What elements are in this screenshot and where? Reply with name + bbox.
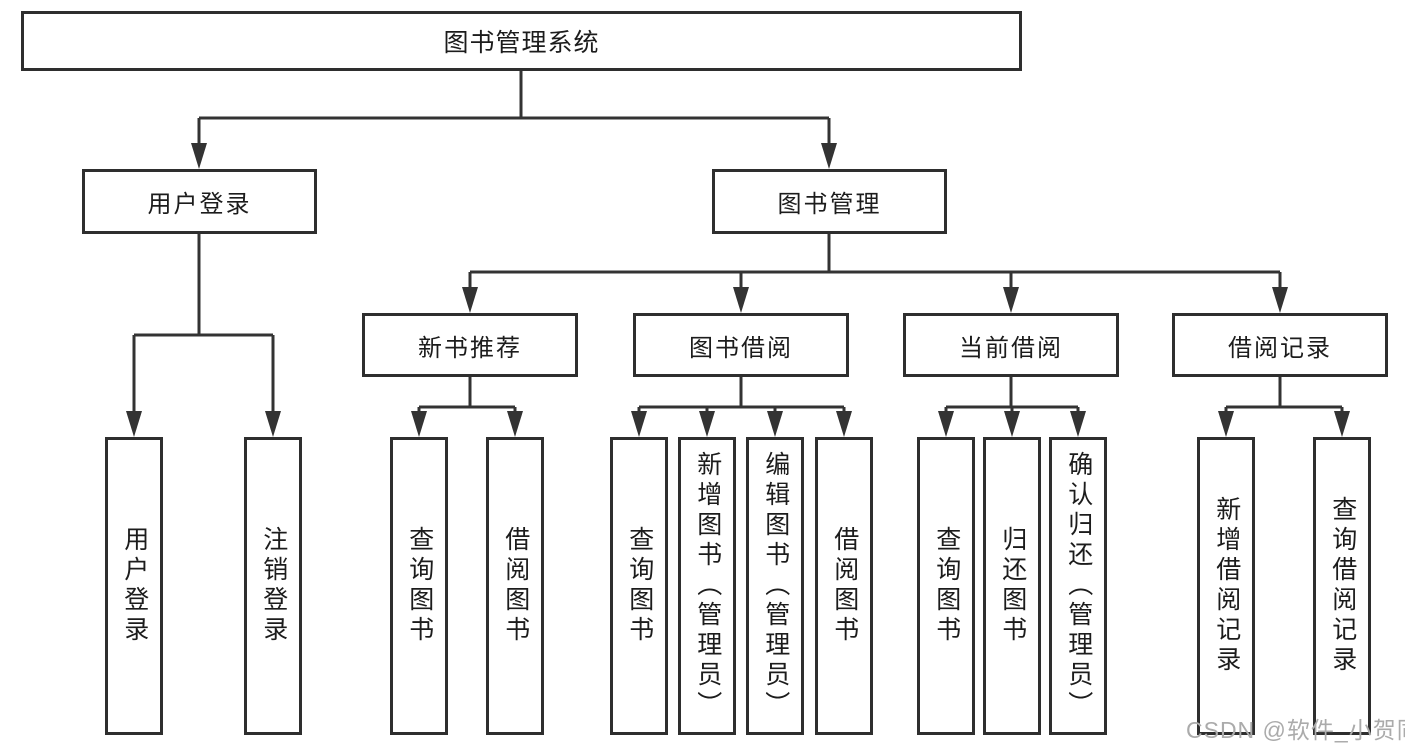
node-new-book-recommend: 新书推荐 [362,313,578,377]
node-root-label: 图书管理系统 [443,29,600,57]
leaf-query-books-current: 查询图书 [917,437,975,735]
node-root: 图书管理系统 [21,11,1022,71]
node-borrow-records-label: 借阅记录 [1228,334,1332,362]
leaf-logout: 注销登录 [244,437,302,735]
leaf-return-books-label: 归还图书 [998,526,1027,646]
leaf-confirm-return-admin-label: 确认归还（管理员） [1064,451,1093,721]
leaf-query-books-borrow: 查询图书 [610,437,668,735]
leaf-borrow-books-recommend: 借阅图书 [486,437,544,735]
leaf-borrow-books-label: 借阅图书 [830,526,859,646]
leaf-query-books-current-label: 查询图书 [932,526,961,646]
node-book-management: 图书管理 [712,169,947,234]
leaf-logout-label: 注销登录 [259,526,288,646]
leaf-add-borrow-record: 新增借阅记录 [1197,437,1255,735]
node-book-borrow-label: 图书借阅 [689,334,793,362]
leaf-query-borrow-record-label: 查询借阅记录 [1328,496,1357,676]
leaf-return-books: 归还图书 [983,437,1041,735]
node-current-borrow-label: 当前借阅 [959,334,1063,362]
leaf-edit-books-admin-label: 编辑图书（管理员） [761,451,790,721]
leaf-query-books-recommend-label: 查询图书 [405,526,434,646]
leaf-query-books-borrow-label: 查询图书 [625,526,654,646]
node-borrow-records: 借阅记录 [1172,313,1388,377]
node-user-login-label: 用户登录 [147,191,252,218]
leaf-edit-books-admin: 编辑图书（管理员） [746,437,804,735]
leaf-confirm-return-admin: 确认归还（管理员） [1049,437,1107,735]
leaf-query-books-recommend: 查询图书 [390,437,448,735]
leaf-borrow-books-recommend-label: 借阅图书 [501,526,530,646]
leaf-user-login-label: 用户登录 [120,526,149,646]
leaf-add-books-admin-label: 新增图书（管理员） [693,451,722,721]
leaf-add-borrow-record-label: 新增借阅记录 [1212,496,1241,676]
csdn-watermark: CSDN @软件_小贺同学 [1186,717,1405,743]
node-current-borrow: 当前借阅 [903,313,1119,377]
node-book-borrow: 图书借阅 [633,313,849,377]
leaf-user-login: 用户登录 [105,437,163,735]
node-book-management-label: 图书管理 [777,191,882,218]
node-new-book-recommend-label: 新书推荐 [418,334,522,362]
leaf-add-books-admin: 新增图书（管理员） [678,437,736,735]
node-user-login: 用户登录 [82,169,317,234]
leaf-query-borrow-record: 查询借阅记录 [1313,437,1371,735]
leaf-borrow-books: 借阅图书 [815,437,873,735]
